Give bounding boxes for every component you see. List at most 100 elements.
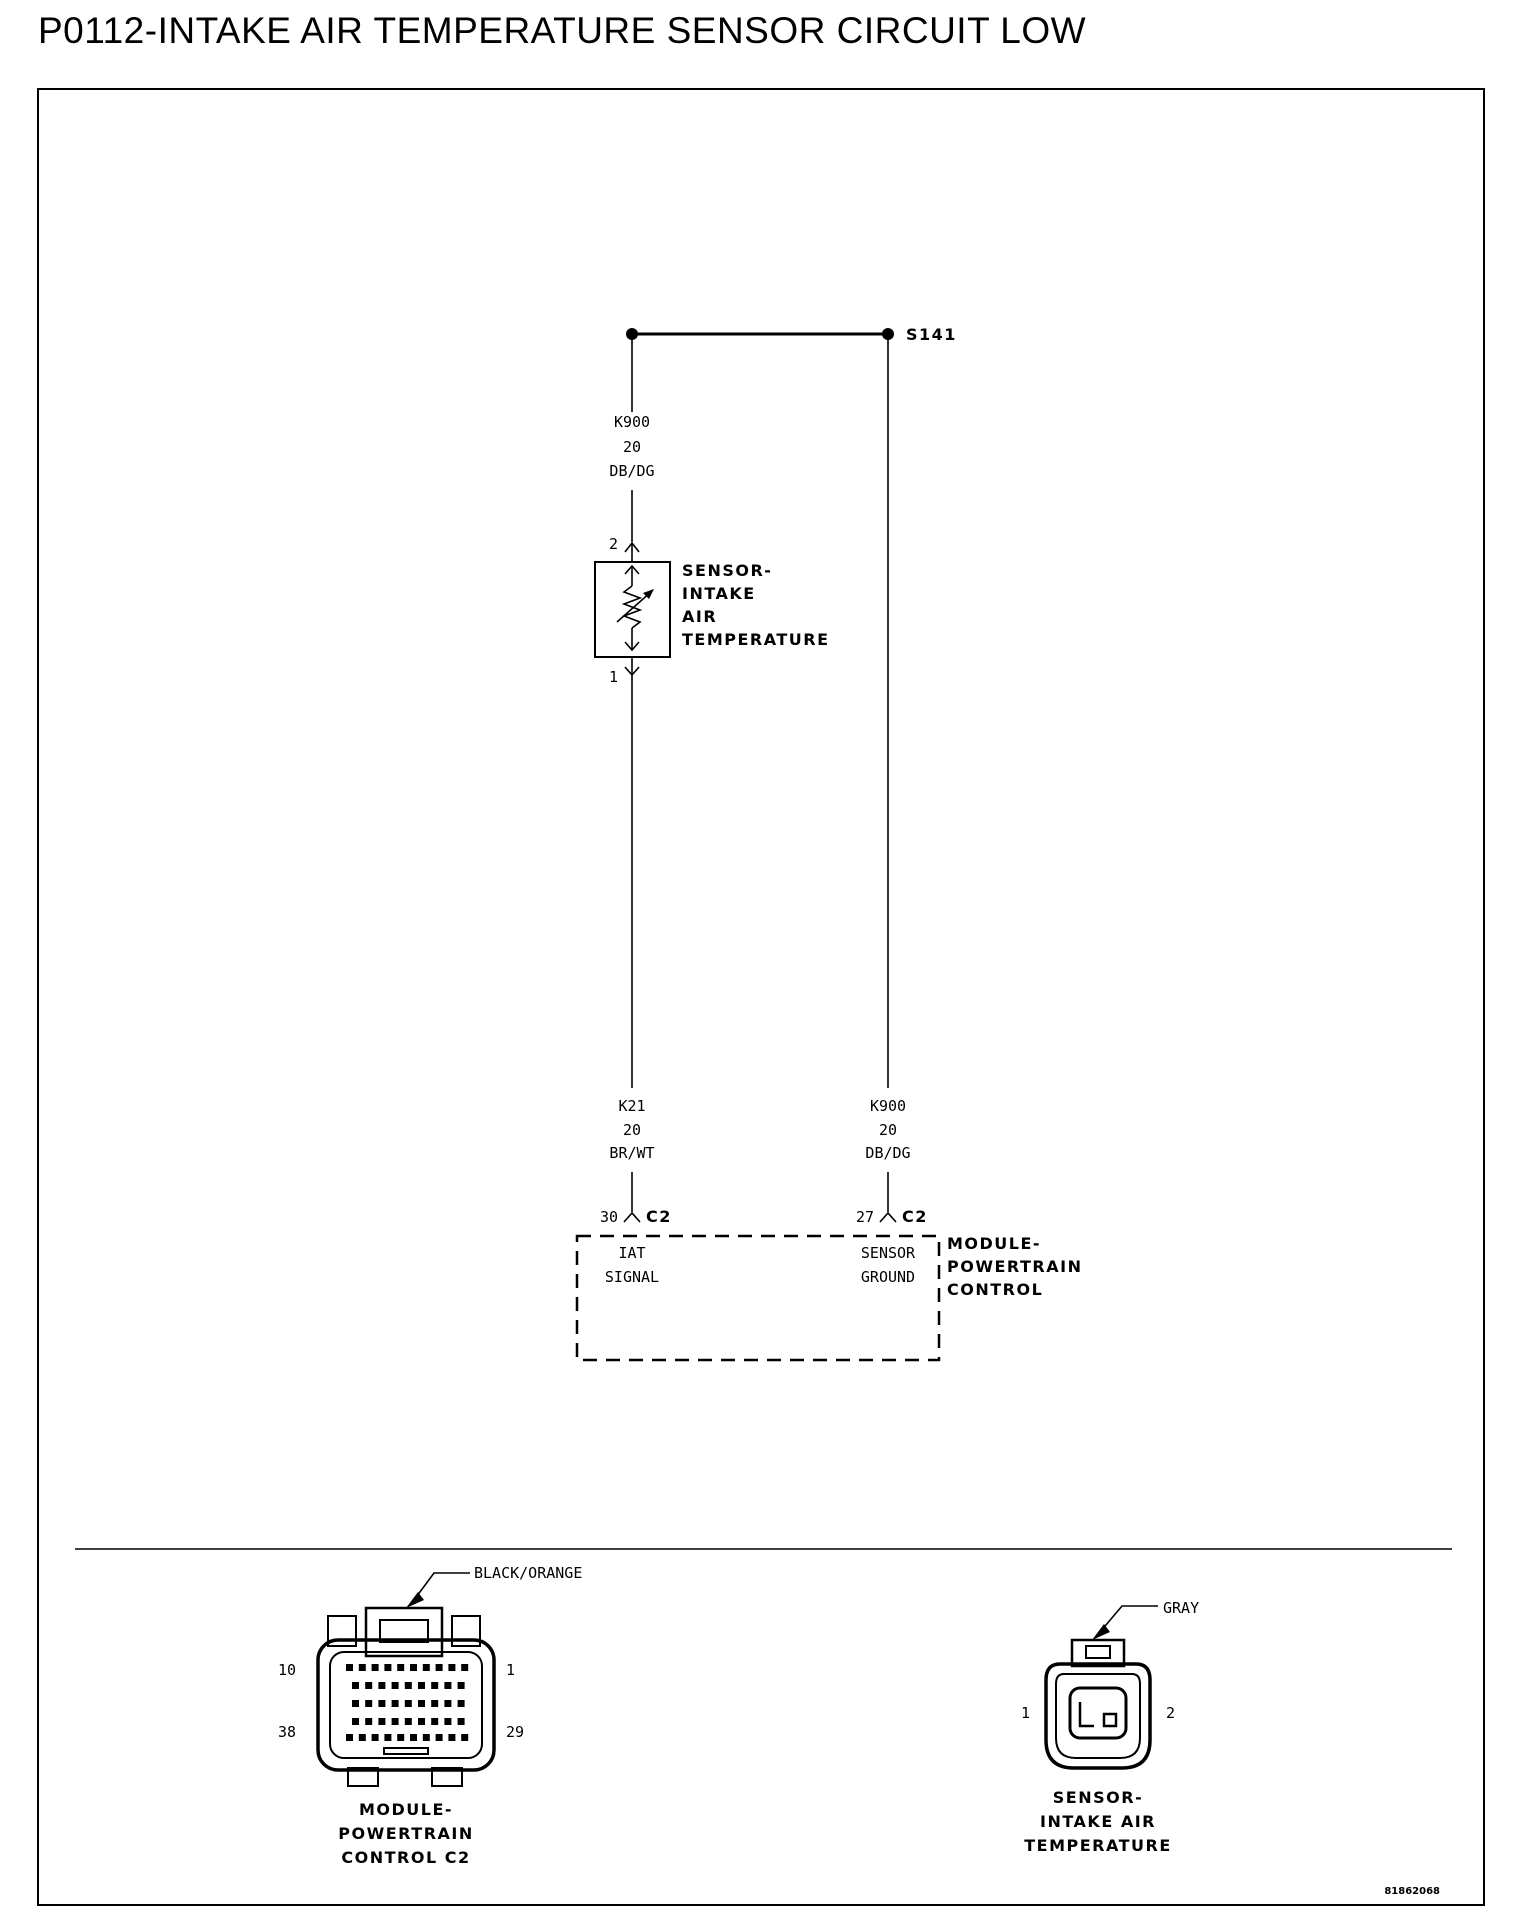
pcm-c2-color-leader [413,1572,470,1601]
sensor-conn-caption-3: TEMPERATURE [1024,1836,1172,1855]
pcm-c2-pin-cavity [391,1700,399,1707]
sensor-conn-body [1044,1662,1152,1770]
sensor-conn-cavity [1068,1686,1128,1740]
pcm-c2-pin-cavity [457,1682,465,1689]
pcm-c2-caption-3: CONTROL C2 [341,1848,470,1867]
pcm-c2-pin-cavity [410,1664,417,1671]
sensor-conn-caption-2: INTAKE AIR [1040,1812,1156,1831]
pcm-c2-pin-cavity [378,1682,386,1689]
thermistor-zigzag [621,585,643,629]
pcm-c2-pin-cavity [461,1734,469,1741]
thermistor-arrow-down [624,641,640,652]
pcm-c2-pin-cavity [431,1700,439,1707]
wire-signal-gauge: 20 [623,1121,641,1139]
pcm-c2-pin-cavity [404,1718,412,1725]
pcm-c2-pin-cavity [371,1734,379,1741]
pcm-dashed-box [575,1234,941,1362]
sensor-conn-pin-right: 2 [1166,1704,1175,1722]
pcm-c2-ear-left [327,1615,357,1647]
pcm-c2-pin-cavity [346,1734,353,1741]
pcm-c2-pin-cavity [378,1700,386,1707]
pcm-c2-pin-bottom-left: 38 [278,1723,296,1741]
wire-label-signal: K21 20 BR/WT [609,1097,654,1162]
pcm-c2-pin-cavity [358,1734,366,1741]
page-title: P0112-INTAKE AIR TEMPERATURE SENSOR CIRC… [38,10,1087,51]
pcm-c2-pin-cavity [384,1734,392,1741]
sensor-conn-latch [1070,1638,1126,1668]
pcm-c2-pin-cavity [391,1718,399,1725]
pcm-c2-pin-cavity [448,1664,456,1671]
sensor-pin-bottom: 1 [609,668,618,686]
splice-s141: S141 [626,325,955,344]
pcm-c2-foot-right [431,1767,463,1787]
pcm-pin-ground-arrow [879,1211,897,1223]
thermistor-variable-arrow [643,589,654,599]
pcm-c2-pin-cavity [431,1718,439,1725]
pcm-c2-pin-cavity [422,1664,430,1671]
sensor-conn-color-leader [1099,1605,1158,1633]
wire-ground-gauge: 20 [879,1121,897,1139]
pcm-c2-color-arrow [406,1592,424,1608]
wire-label-top: K900 20 DB/DG [609,413,654,480]
sensor-name-line-2: INTAKE [682,584,756,603]
pcm-c2-pin-cavity [448,1734,456,1741]
pcm-ground-label-2: GROUND [861,1268,915,1286]
pcm-c2-pin-cavity [461,1664,469,1671]
figure-id: 81862068 [1384,1886,1440,1897]
pcm-c2-ear-right [451,1615,481,1647]
pcm-c2-pin-bottom-right: 29 [506,1723,524,1741]
pcm-c2-pin-cavity [457,1718,465,1725]
pcm-c2-caption-2: POWERTRAIN [338,1824,473,1843]
sensor-connector-view: GRAY 1 2 SENSOR- INTAKE AIR TEMPERATURE [1021,1599,1199,1855]
pcm-c2-pin-cavity [365,1718,373,1725]
pcm-c2-latch-inner [379,1619,429,1643]
pcm-c2-pin-cavity [444,1682,452,1689]
pcm-c2-pin-cavity [444,1700,452,1707]
sensor-name-line-3: AIR [682,607,717,626]
pcm-c2-pin-cavity [418,1682,425,1689]
pcm-c2-pin-cavity [410,1734,417,1741]
pcm-c2-pin-cavity [422,1734,430,1741]
pcm-pin-signal: 30 [600,1208,618,1226]
wire-signal-circuit: K21 [618,1097,645,1115]
pcm-c2-pin-cavity [444,1718,452,1725]
pcm-c2-pin-cavity [365,1700,373,1707]
pcm-c2-pin-cavity [397,1664,405,1671]
pcm-c2-color-label: BLACK/ORANGE [474,1564,582,1582]
pcm-c2-pin-cavity [384,1664,392,1671]
pcm-c2-latch [364,1606,444,1658]
pcm-name-line-1: MODULE- [947,1234,1041,1253]
pcm-c2-pin-cavity [435,1664,443,1671]
pcm-c2-key-slot [383,1747,429,1755]
sensor-name-line-4: TEMPERATURE [682,630,830,649]
pcm-c2-pin-cavity [418,1700,425,1707]
sensor-conn-latch-inner [1085,1645,1111,1659]
pcm-c2-pin-cavity [346,1664,353,1671]
sensor-conn-terminal-1 [1078,1702,1094,1728]
pcm-c2-pin-cavity [404,1700,412,1707]
pcm-c2-pin-cavity [391,1682,399,1689]
pcm-c2-pin-cavity [352,1718,359,1725]
pcm-name-line-3: CONTROL [947,1280,1043,1299]
wire-label-ground: K900 20 DB/DG [865,1097,910,1162]
pcm-c2-pin-cavity [457,1700,465,1707]
sensor-conn-color-arrow [1092,1624,1110,1640]
pcm-c2-pin-cavity [358,1664,366,1671]
wire-signal-color: BR/WT [609,1144,654,1162]
pcm-c2-pin-cavity [352,1700,359,1707]
sensor-intake-air-temperature: 2 1 SENSOR- INTAKE AIR TEMPERATURE [594,535,830,686]
pcm-c2-pin-grid [346,1664,469,1755]
pcm-name-line-2: POWERTRAIN [947,1257,1082,1276]
sensor-name-line-1: SENSOR- [682,561,772,580]
pcm-c2-connector-view: BLACK/ORANGE 10 1 38 29 MODULE- POWERTRA… [278,1564,582,1867]
pcm-c2-body-inner [329,1651,483,1759]
wire-top-circuit: K900 [614,413,650,431]
pcm-c2-pin-cavity [371,1664,379,1671]
pcm-c2-foot-left [347,1767,379,1787]
sensor-conn-terminal-2 [1102,1712,1118,1728]
sensor-conn-caption-1: SENSOR- [1053,1788,1143,1807]
pcm-c2-pin-top-right: 1 [506,1661,515,1679]
thermistor-variable-line [616,591,652,623]
wire-top-color: DB/DG [609,462,654,480]
